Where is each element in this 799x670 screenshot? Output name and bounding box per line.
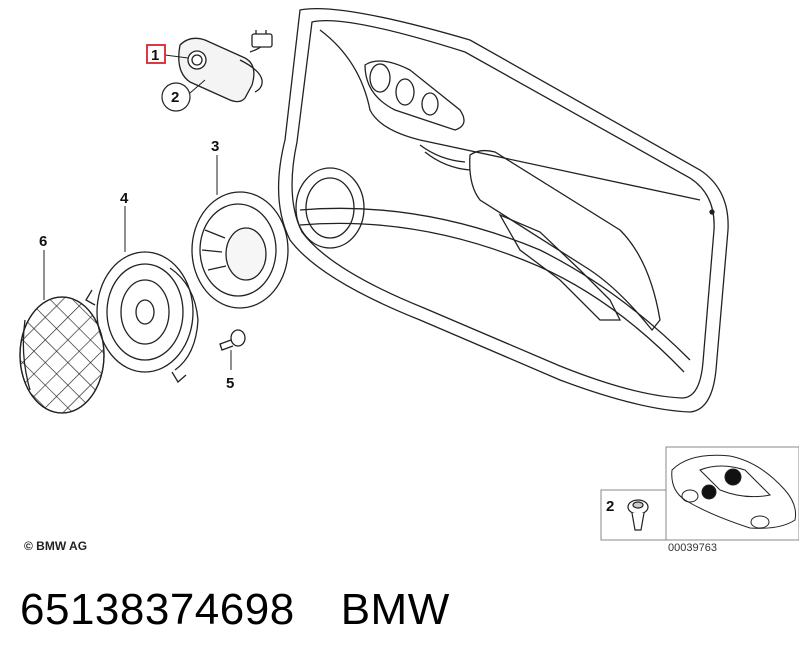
copyright-notice: © BMW AG: [24, 539, 88, 553]
tweeter-bracket: [178, 30, 273, 103]
part-number: 65138374698: [20, 585, 295, 634]
car-sketch: [671, 454, 796, 529]
loudspeaker: [85, 251, 199, 384]
diagram-code: 00039763: [668, 542, 717, 554]
parts-diagram: 1 2 3 4 5 6 2: [19, 8, 799, 541]
door-trim-panel: [277, 8, 729, 413]
inset-box: 2: [600, 446, 799, 541]
callout-1: 1: [151, 47, 159, 64]
brand-name: BMW: [340, 585, 450, 634]
callout-2: 2: [171, 89, 179, 106]
callout-4: 4: [120, 190, 129, 207]
callout-6: 6: [39, 233, 47, 250]
speaker-housing: [191, 191, 289, 309]
callout-5: 5: [226, 375, 234, 392]
clip-fastener: [627, 499, 649, 531]
speaker-grille: [19, 296, 105, 414]
leader-lines: [43, 54, 232, 370]
callout-2-circle: [161, 82, 191, 112]
callout-3: 3: [211, 138, 219, 155]
part-caption: 65138374698 BMW: [20, 585, 450, 635]
inset-callout-2: 2: [606, 498, 614, 515]
callout-1-highlight: [146, 44, 166, 64]
screw: [219, 329, 246, 351]
